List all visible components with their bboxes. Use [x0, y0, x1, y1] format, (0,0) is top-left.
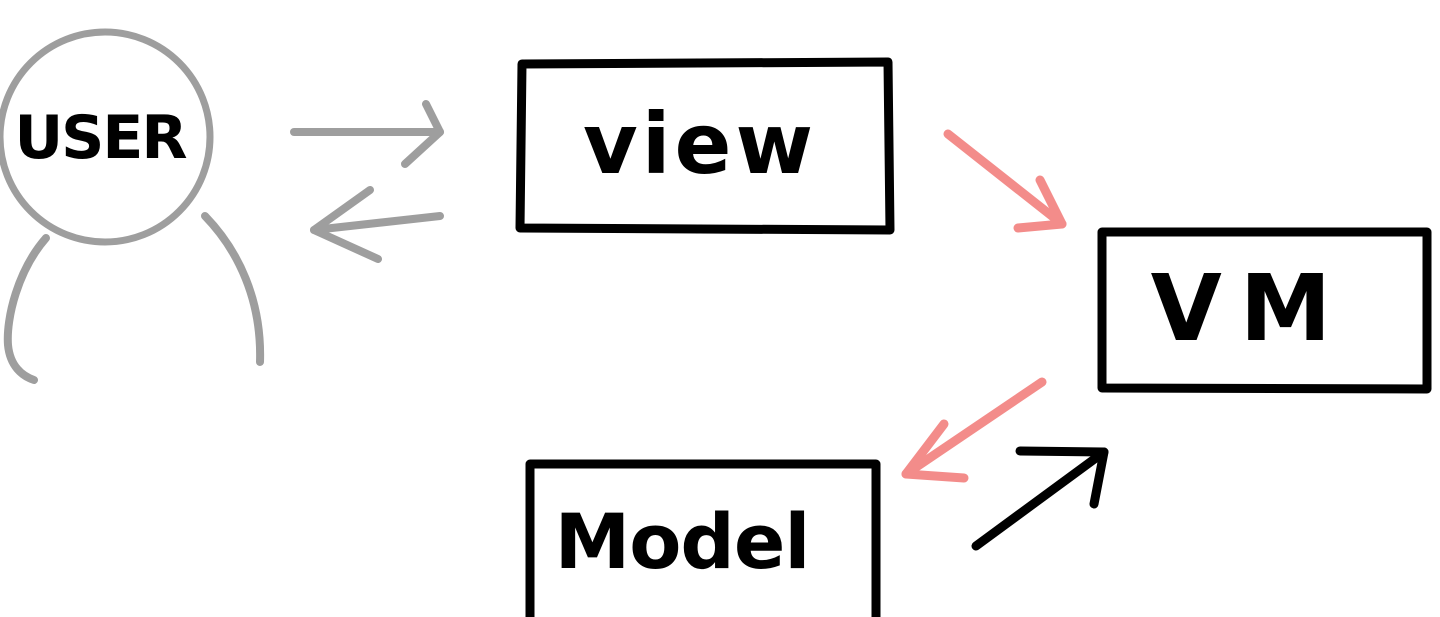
user-body-left	[3, 234, 50, 384]
arrow-view-to-user	[310, 186, 444, 263]
user-body-right	[201, 212, 265, 366]
view-box: view	[515, 57, 895, 235]
user-head	[0, 28, 214, 246]
view-label: view	[583, 95, 817, 193]
arrow-view-to-vm	[943, 129, 1067, 233]
user-figure: USER	[0, 28, 265, 384]
arrow-vm-to-model	[901, 377, 1047, 483]
user-label: USER	[14, 103, 186, 173]
arrow-model-to-vm	[971, 446, 1109, 551]
model-label: Model	[555, 497, 810, 586]
vm-box: VM	[1097, 227, 1432, 394]
vm-label: VM	[1151, 255, 1350, 362]
arrow-user-to-view	[290, 100, 444, 168]
model-box: Model	[525, 459, 881, 617]
